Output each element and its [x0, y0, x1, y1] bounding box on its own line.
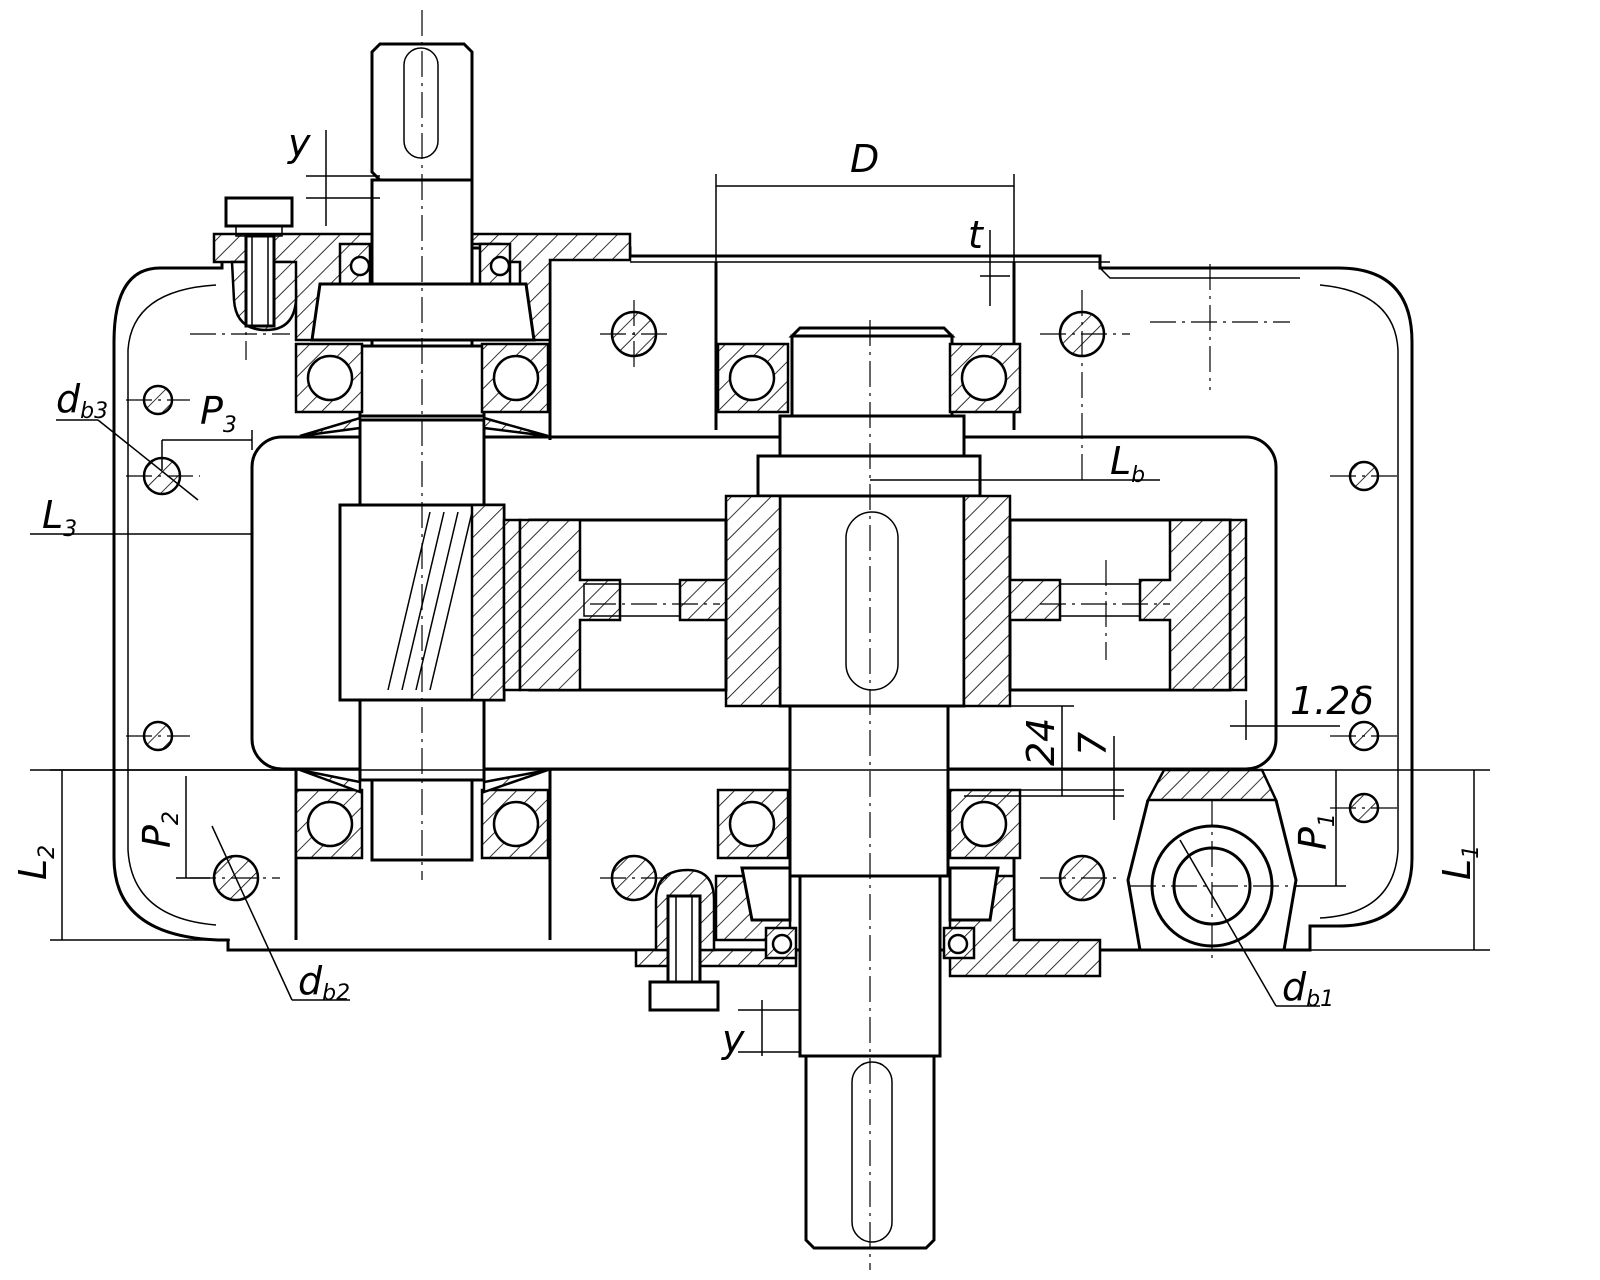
bolt-head-top [224, 196, 294, 228]
input-bearing-top [294, 282, 550, 438]
label-db1: db1 [1282, 965, 1334, 1012]
output-shaft-cover [634, 866, 1102, 1012]
label-1-2-delta: 1.2δ [1290, 679, 1374, 723]
label-t: t [968, 213, 985, 257]
label-D: D [850, 137, 879, 181]
label-L3: L3 [42, 493, 77, 542]
label-y-top: y [287, 121, 311, 165]
output-shaft-end-keyway [851, 1061, 893, 1243]
dimensions [30, 130, 1490, 1056]
input-shaft-keyway [403, 47, 439, 159]
label-P1: P1 [1291, 813, 1340, 850]
label-Lb: Lb [1110, 439, 1145, 488]
input-bearing-bottom [294, 768, 550, 860]
bolt-head-bottom [648, 980, 720, 1012]
output-shaft-keyway [845, 511, 899, 691]
inner-cavity [250, 435, 1278, 771]
label-L2: L2 [11, 845, 60, 880]
label-7: 7 [1071, 732, 1115, 756]
center-lines [126, 10, 1400, 1270]
label-y-bottom: y [721, 1017, 745, 1061]
bolt-shank-bottom [666, 894, 702, 984]
output-bearing-top [716, 342, 1022, 414]
label-P3: P3 [200, 389, 237, 438]
bolt-shank-top [244, 234, 276, 328]
output-bearing-bottom [716, 788, 1022, 860]
label-P2: P2 [135, 811, 184, 848]
output-shaft [756, 326, 982, 1250]
label-db2: db2 [298, 959, 350, 1006]
output-gear-wheel [502, 494, 1248, 708]
label-24: 24 [1019, 718, 1063, 766]
label-L1: L1 [1435, 845, 1484, 880]
annotations: D t y y Lb L3 P3 db3 L2 P2 db2 L1 P1 [11, 121, 1484, 1061]
label-db3: db3 [56, 377, 108, 424]
